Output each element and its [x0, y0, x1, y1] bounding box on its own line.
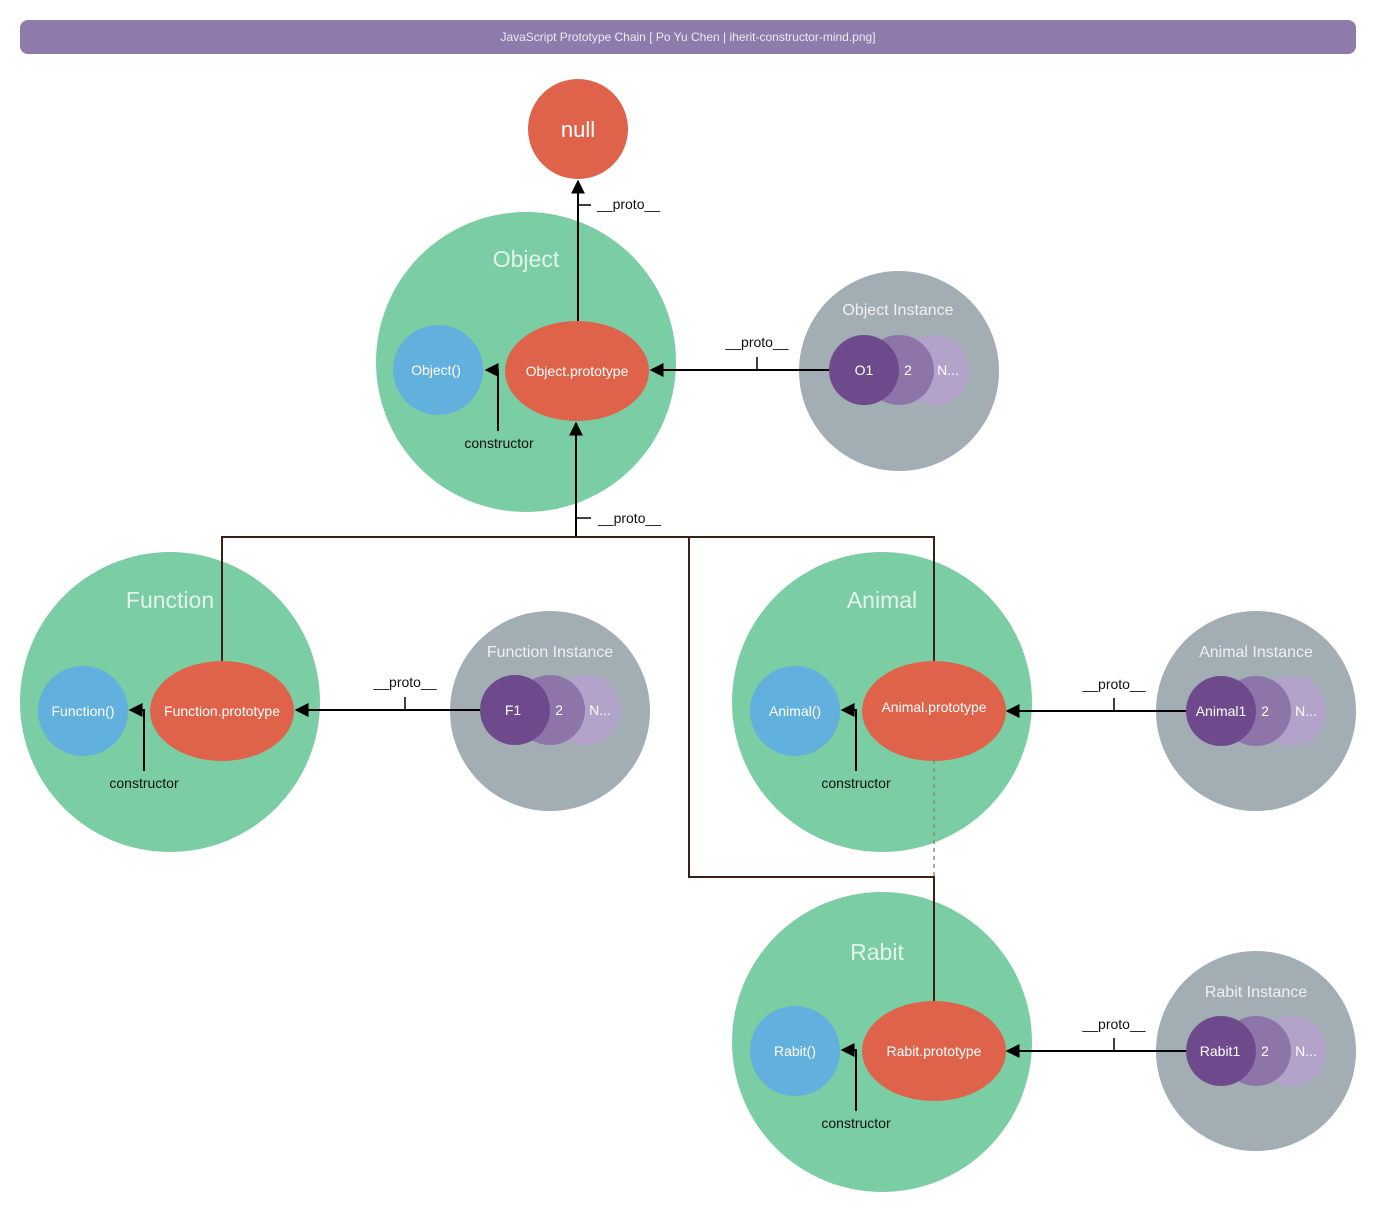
- function-instance-1-node: [480, 675, 550, 745]
- function-function-label: Function(): [51, 703, 114, 719]
- rabit-instance-1-node: [1186, 1016, 1256, 1086]
- object-instance-1-label: O1: [855, 362, 874, 378]
- rabit-constructor-line: [840, 1043, 857, 1111]
- object-instance-proto-label: __proto__: [724, 334, 788, 350]
- animal-prototype-label: Animal.prototype: [881, 699, 986, 715]
- object-prototype-label: Object.prototype: [526, 363, 629, 379]
- function-function-node: [38, 666, 128, 756]
- object-instance-2-label: 2: [904, 362, 912, 378]
- bus-from-rabit-line: [688, 537, 935, 1002]
- rabit-instance-title: Rabit Instance: [1205, 984, 1307, 1001]
- object-instance-n-label: N...: [937, 362, 959, 378]
- rabit-function-node: [750, 1006, 840, 1096]
- rabit-group-title: Rabit: [850, 939, 904, 965]
- object-instance-title: Object Instance: [842, 302, 953, 319]
- object-instance-1-node: [829, 335, 899, 405]
- function-constructor-line: [128, 703, 145, 771]
- rabit-prototype-label: Rabit.prototype: [887, 1043, 982, 1059]
- animal-instance-proto-label: __proto__: [1081, 676, 1145, 692]
- animal-prototype-node: [862, 661, 1006, 761]
- animal-instance-n-label: N...: [1295, 703, 1317, 719]
- rabit-prototype-node: [862, 1001, 1006, 1101]
- function-instance-n-label: N...: [589, 702, 611, 718]
- bus-from-animal-line: [576, 536, 935, 662]
- rabit-function-label: Rabit(): [774, 1043, 816, 1059]
- object-constructor-label: constructor: [464, 435, 534, 451]
- animal-instance-1-node: [1186, 676, 1256, 746]
- object-group-title: Object: [493, 246, 560, 272]
- rabit-constructor-label: constructor: [821, 1115, 891, 1131]
- null-label: null: [561, 117, 595, 142]
- object-constructor-line: [484, 363, 499, 431]
- object-function-node: [393, 325, 483, 415]
- null-node: [528, 79, 628, 179]
- function-prototype-node: [150, 661, 294, 761]
- animal-instance-title: Animal Instance: [1199, 644, 1313, 661]
- animal-instance-1-label: Animal1: [1196, 703, 1247, 719]
- null-proto-label: __proto__: [596, 196, 660, 212]
- animal-constructor-line: [840, 703, 857, 771]
- animal-function-label: Animal(): [769, 703, 821, 719]
- animal-instance-2-label: 2: [1261, 703, 1269, 719]
- object-prototype-node: [505, 321, 649, 421]
- object-function-label: Object(): [411, 362, 461, 378]
- title-text: JavaScript Prototype Chain [ Po Yu Chen …: [500, 30, 876, 44]
- rabit-instance-1-label: Rabit1: [1200, 1043, 1241, 1059]
- function-group-title: Function: [126, 587, 214, 613]
- rabit-instance-proto-label: __proto__: [1081, 1016, 1145, 1032]
- title-bar: JavaScript Prototype Chain [ Po Yu Chen …: [20, 20, 1356, 54]
- bus-from-function-line: [221, 536, 576, 662]
- function-instance-proto-label: __proto__: [372, 674, 436, 690]
- animal-group-title: Animal: [847, 587, 917, 613]
- function-constructor-label: constructor: [109, 775, 179, 791]
- function-instance-2-label: 2: [555, 702, 563, 718]
- function-prototype-label: Function.prototype: [164, 703, 280, 719]
- animal-constructor-label: constructor: [821, 775, 891, 791]
- rabit-instance-2-label: 2: [1261, 1043, 1269, 1059]
- function-instance-title: Function Instance: [487, 644, 613, 661]
- animal-function-node: [750, 666, 840, 756]
- bus-proto-label: __proto__: [597, 510, 661, 526]
- function-instance-1-label: F1: [505, 702, 522, 718]
- rabit-instance-n-label: N...: [1295, 1043, 1317, 1059]
